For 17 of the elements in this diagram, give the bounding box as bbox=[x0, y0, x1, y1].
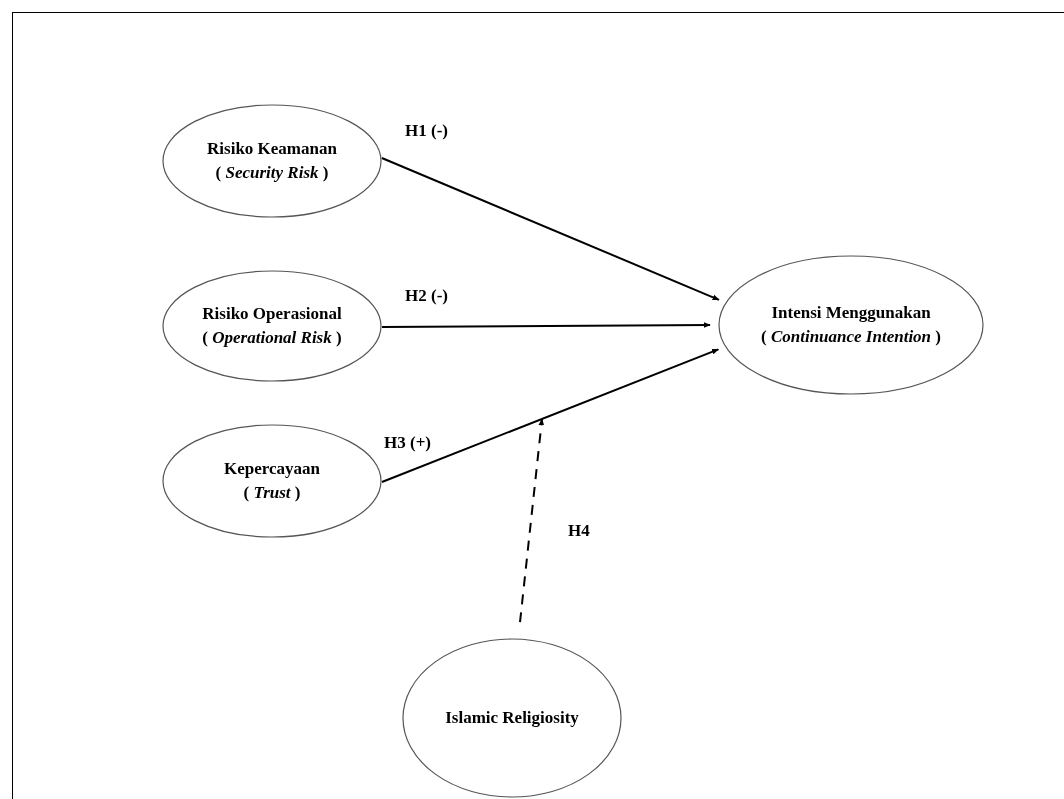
arrow bbox=[381, 322, 711, 328]
construct-label: ( Continuance Intention ) bbox=[761, 326, 941, 348]
dashed-arrow bbox=[519, 418, 545, 624]
construct-label: ( Security Risk ) bbox=[215, 162, 329, 184]
construct-label: Risiko Keamanan bbox=[207, 138, 337, 160]
construct-label: Risiko Operasional bbox=[202, 303, 342, 325]
edge-label: H3 (+) bbox=[384, 432, 431, 454]
arrow bbox=[381, 348, 720, 483]
construct-label: Islamic Religiosity bbox=[445, 707, 579, 729]
construct-label: ( Trust ) bbox=[243, 482, 301, 504]
construct-label: Kepercayaan bbox=[224, 458, 320, 480]
construct-label: Intensi Menggunakan bbox=[771, 302, 931, 324]
edge-label: H1 (-) bbox=[405, 120, 448, 142]
construct-label: ( Operational Risk ) bbox=[202, 327, 342, 349]
arrow bbox=[380, 157, 720, 301]
edge-label: H4 bbox=[568, 520, 590, 542]
edge-label: H2 (-) bbox=[405, 285, 448, 307]
